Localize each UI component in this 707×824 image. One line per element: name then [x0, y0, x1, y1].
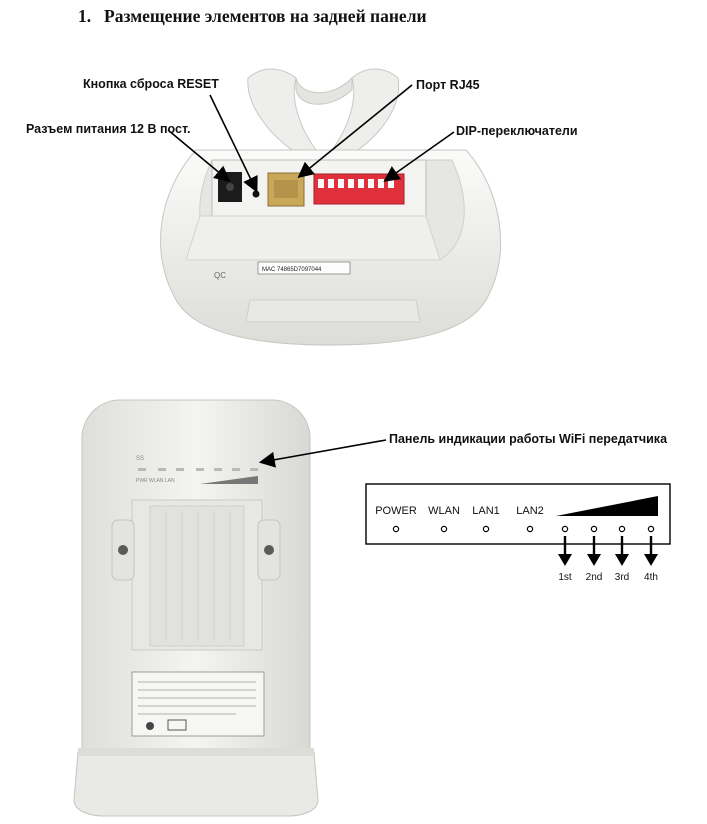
mounting-bracket	[247, 68, 400, 151]
signal-strength-wedge	[556, 496, 658, 516]
reset-callout-label: Кнопка сброса RESET	[83, 77, 219, 91]
indicator-leds	[392, 525, 655, 533]
dip-callout-label: DIP-переключатели	[456, 124, 578, 138]
signal-arrows	[563, 536, 653, 556]
signal-level-1st: 1st	[558, 572, 572, 583]
indicator-panel-diagram	[365, 483, 671, 566]
section-heading: 1. Размещение элементов на задней панели	[78, 6, 427, 27]
product-label	[131, 671, 265, 737]
indicator-label-power: POWER	[375, 505, 417, 517]
device-top-view: MAC 74865D7097044 QC	[160, 68, 502, 346]
rj45-callout-label: Порт RJ45	[416, 78, 480, 92]
signal-level-2nd: 2nd	[585, 572, 603, 583]
callout-lines-top	[167, 84, 455, 193]
wifi-panel-callout-label: Панель индикации работы WiFi передатчика	[389, 432, 668, 446]
indicator-label-lan2: LAN2	[516, 505, 544, 517]
section-title: Размещение элементов на задней панели	[104, 6, 427, 26]
barcode-text: MAC 74865D7097044	[262, 267, 322, 273]
section-number: 1.	[78, 6, 92, 26]
indicator-label-lan1: LAN1	[472, 505, 500, 517]
signal-level-3rd: 3rd	[614, 572, 630, 583]
qc-stamp: QC	[214, 271, 226, 280]
front-led-labels: PWR WLAN LAN	[136, 478, 175, 484]
reset-button	[252, 190, 260, 198]
front-top-marks: SS	[136, 456, 144, 462]
dip-switch-block	[313, 173, 405, 205]
signal-level-4th: 4th	[644, 572, 658, 583]
barcode-label	[257, 261, 351, 275]
callout-line-wifi	[258, 439, 387, 468]
indicator-label-wlan: WLAN	[428, 505, 460, 517]
power-callout-label: Разъем питания 12 В пост.	[26, 122, 191, 136]
device-front-view: SS PWR WLAN LAN	[73, 399, 319, 817]
